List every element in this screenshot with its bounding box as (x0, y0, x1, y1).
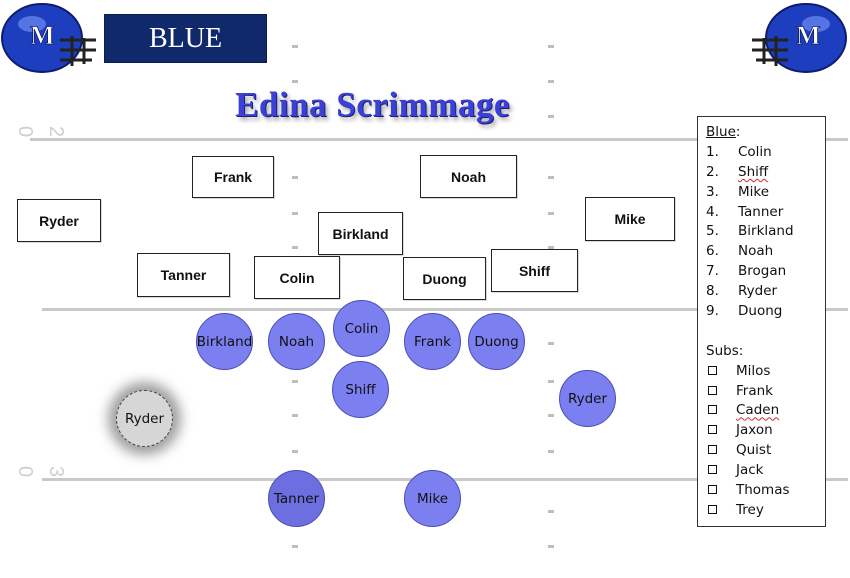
sub-row: Jack (706, 461, 825, 481)
checkbox-icon (708, 425, 717, 435)
hash-mark (292, 380, 298, 383)
player-circle-ryder-ghost: Ryder (116, 390, 173, 447)
player-circle-mike: Mike (404, 470, 461, 527)
yard-number: 3 (45, 465, 68, 478)
sub-row: Thomas (706, 481, 825, 501)
player-circle-birkland: Birkland (196, 313, 253, 370)
yard-number: 0 (14, 125, 37, 138)
hash-mark (292, 212, 298, 215)
svg-text:M: M (30, 21, 55, 50)
hash-mark (292, 176, 298, 179)
roster-row: 9.Duong (706, 303, 783, 320)
svg-text:M: M (796, 21, 821, 50)
yard-number: 0 (14, 465, 37, 478)
defense-box-tanner: Tanner (137, 253, 230, 297)
sub-row: Quist (706, 441, 825, 461)
hash-mark (548, 176, 554, 179)
hash-mark (548, 342, 554, 345)
defense-box-birkland: Birkland (318, 212, 403, 255)
hash-mark (548, 115, 554, 118)
roster-row: 4.Tanner (706, 203, 784, 220)
hash-mark (292, 115, 298, 118)
player-circle-frank: Frank (404, 313, 461, 370)
sub-row: Frank (706, 382, 825, 402)
helmet-logo-left-icon: M (0, 0, 98, 76)
line-of-scrimmage (42, 308, 848, 311)
checkbox-icon (708, 445, 717, 455)
hash-mark (292, 414, 298, 417)
roster-subs-heading: Subs: (706, 342, 744, 359)
defense-box-noah: Noah (420, 155, 517, 198)
hash-mark (548, 510, 554, 513)
sub-row: Jaxon (706, 421, 825, 441)
hash-mark (292, 545, 298, 548)
player-circle-tanner: Tanner (268, 470, 325, 527)
hash-mark (548, 414, 554, 417)
player-circle-ryder-right: Ryder (559, 370, 616, 427)
hash-mark (548, 380, 554, 383)
checkbox-icon (708, 385, 717, 395)
checkbox-icon (708, 485, 717, 495)
hash-mark (548, 45, 554, 48)
roster-row: 3.Mike (706, 183, 770, 200)
roster-row: 8.Ryder (706, 283, 778, 300)
hash-mark (548, 246, 554, 249)
defense-box-frank: Frank (192, 156, 274, 198)
player-circle-shiff: Shiff (332, 361, 389, 418)
checkbox-icon (708, 465, 717, 475)
hash-mark (292, 45, 298, 48)
checkbox-icon (708, 365, 717, 375)
player-circle-noah: Noah (268, 313, 325, 370)
team-banner: BLUE (104, 14, 267, 63)
roster-row: 1.Colin (706, 143, 772, 160)
checkbox-icon (708, 504, 717, 514)
defense-box-mike: Mike (585, 197, 675, 241)
roster-row: 6.Noah (706, 243, 774, 260)
defense-box-colin: Colin (254, 256, 340, 299)
defense-box-duong: Duong (403, 257, 486, 300)
hash-mark (292, 246, 298, 249)
player-circle-duong: Duong (468, 313, 525, 370)
roster-row: 5.Birkland (706, 223, 794, 240)
roster-panel: Blue: 1.Colin 2.Shiff 3.Mike 4.Tanner 5.… (697, 116, 826, 527)
roster-blue-heading: Blue: (706, 124, 741, 140)
roster-row: 2.Shiff (706, 163, 769, 180)
checkbox-icon (708, 405, 717, 415)
hash-mark (548, 450, 554, 453)
yard-line-top (30, 138, 848, 141)
roster-row: 7.Brogan (706, 263, 787, 280)
page-title: Edina Scrimmage (235, 85, 510, 124)
helmet-logo-right-icon: M (750, 0, 848, 76)
sub-row: Caden (706, 401, 825, 421)
hash-mark (292, 80, 298, 83)
hash-mark (548, 545, 554, 548)
yard-number: 2 (45, 125, 68, 138)
defense-box-shiff: Shiff (491, 249, 578, 292)
hash-mark (548, 80, 554, 83)
hash-mark (292, 450, 298, 453)
sub-row: Milos (706, 362, 825, 382)
player-circle-colin: Colin (333, 300, 390, 357)
hash-mark (548, 212, 554, 215)
sub-row: Trey (706, 501, 825, 521)
defense-box-ryder: Ryder (17, 199, 101, 242)
